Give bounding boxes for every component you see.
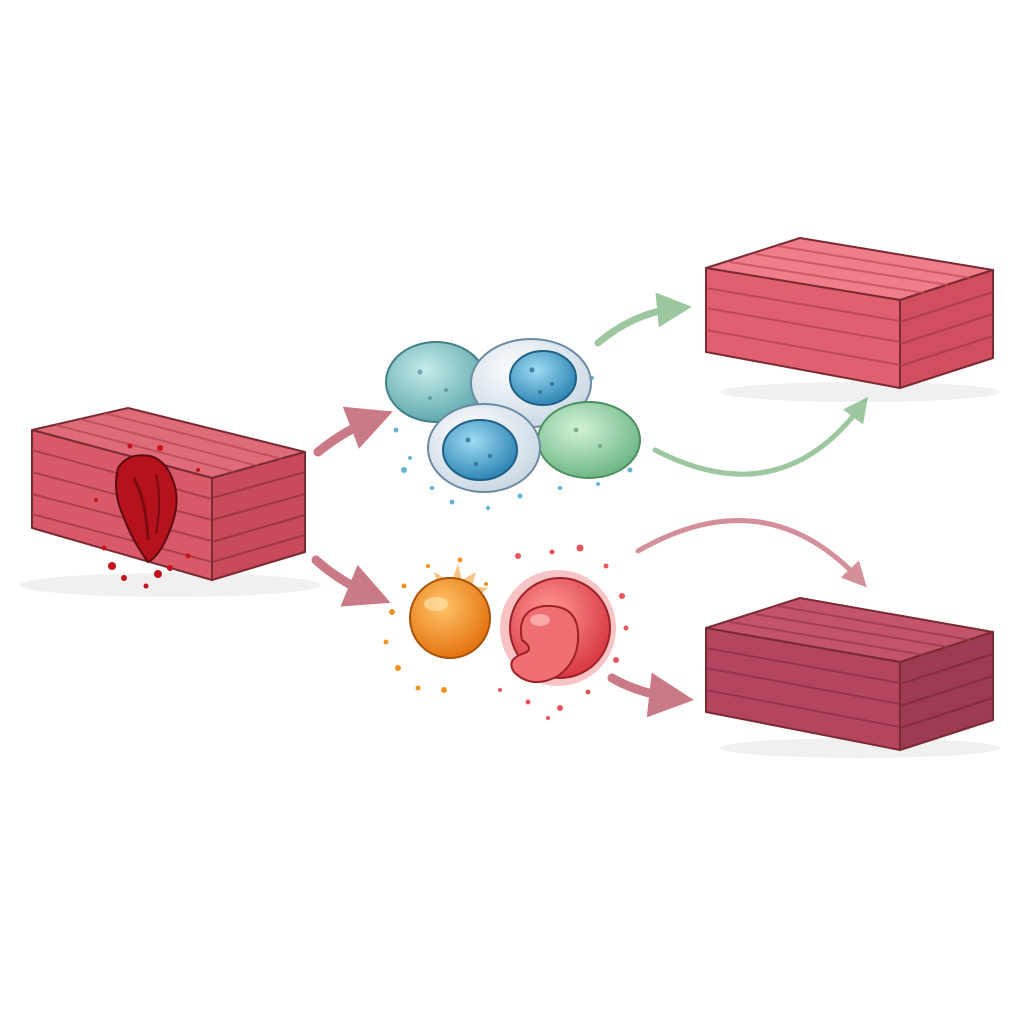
arrow-blue-cells-to-healthy-lower (652, 396, 868, 477)
blue-green-cell-cluster (385, 338, 641, 510)
green-cell (537, 401, 641, 479)
healthy-muscle-block (705, 237, 1000, 402)
arrow-injury-to-blue-cells (313, 406, 393, 457)
orange-cell (409, 564, 491, 659)
arrows (311, 292, 868, 718)
arrow-injury-to-orange-cells (311, 555, 391, 607)
arrow-orange-cells-to-darker-muscle (607, 672, 694, 718)
stem-cell-lower (427, 403, 541, 493)
fibrotic-muscle-block (705, 597, 1000, 758)
arrow-orange-cells-to-healthy (635, 518, 867, 588)
arrow-blue-cells-to-healthy-upper (594, 292, 692, 347)
injured-muscle-block (20, 407, 320, 597)
red-cell (500, 570, 616, 686)
orange-red-cell-cluster (383, 544, 629, 720)
wound-tear (115, 454, 178, 564)
